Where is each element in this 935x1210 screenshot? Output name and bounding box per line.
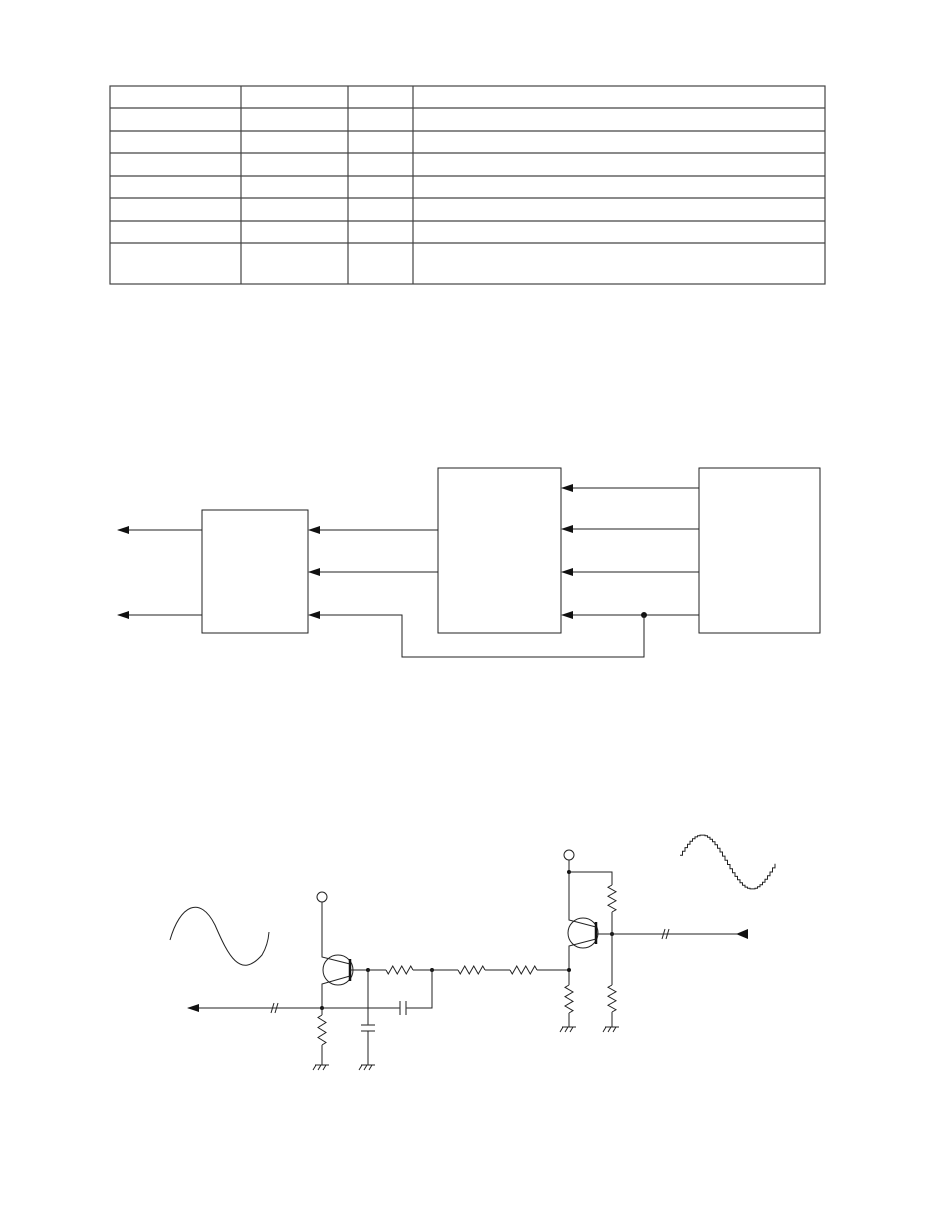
resistor bbox=[606, 884, 618, 913]
supply-terminal bbox=[563, 849, 575, 861]
block-left bbox=[201, 509, 309, 634]
break-mark bbox=[661, 928, 670, 940]
input-arrow bbox=[736, 929, 748, 939]
spec-table bbox=[109, 85, 826, 285]
block-diagram bbox=[117, 467, 821, 658]
resistor bbox=[457, 964, 486, 976]
transistor-q2 bbox=[567, 917, 599, 949]
schematic bbox=[169, 834, 776, 1071]
supply-terminal bbox=[316, 891, 328, 903]
resistor bbox=[606, 984, 618, 1013]
sine-wave-icon bbox=[169, 906, 270, 966]
transistor-q1 bbox=[322, 954, 354, 986]
resistor bbox=[564, 984, 574, 1014]
resistor bbox=[317, 1014, 327, 1046]
break-mark bbox=[270, 1002, 279, 1014]
resistor bbox=[385, 964, 414, 976]
ground-icon bbox=[312, 1064, 329, 1071]
block-middle bbox=[437, 467, 562, 634]
ground-icon bbox=[559, 1026, 576, 1033]
ground-icon bbox=[358, 1064, 375, 1071]
block-right bbox=[698, 467, 821, 634]
ground-icon bbox=[602, 1026, 619, 1033]
feedback-path bbox=[308, 611, 645, 658]
stepped-sine-wave-icon bbox=[680, 834, 776, 890]
resistor bbox=[509, 964, 538, 976]
table-border bbox=[109, 85, 826, 285]
